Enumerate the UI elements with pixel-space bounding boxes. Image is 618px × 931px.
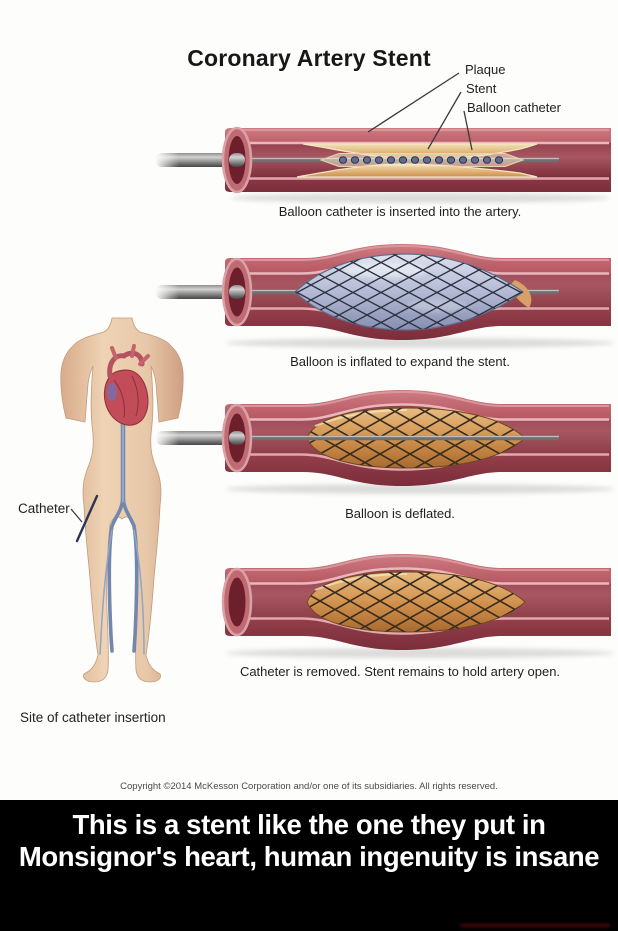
stent-mesh	[307, 572, 525, 632]
stage-caption-3: Balloon is deflated.	[345, 506, 455, 521]
stent-mesh	[295, 254, 523, 330]
stent-label: Stent	[466, 81, 497, 96]
body-catheter-line	[75, 494, 99, 543]
heart-illustration	[103, 344, 150, 426]
meme-caption-line1: This is a stent like the one they put in	[72, 809, 546, 840]
plaque-label: Plaque	[465, 62, 506, 77]
meme-caption-line2: Monsignor's heart, human ingenuity is in…	[18, 841, 600, 873]
artery-stage-4	[221, 554, 615, 658]
catheter-label: Catheter	[18, 501, 70, 516]
balloon-catheter-label: Balloon catheter	[467, 100, 561, 115]
artery-stage-2	[155, 244, 615, 348]
illustration-canvas	[60, 72, 615, 683]
diagram-title: Coronary Artery Stent	[187, 45, 431, 72]
femoral-vessels-illustration	[99, 415, 145, 655]
stage-caption-4: Catheter is removed. Stent remains to ho…	[239, 664, 561, 679]
compressed-stent	[338, 156, 504, 164]
catheter-leader-line	[70, 508, 83, 523]
insertion-site-caption: Site of catheter insertion	[20, 710, 166, 725]
stent-leader-line	[427, 91, 462, 150]
body-figure	[60, 317, 184, 683]
copyright-notice: Copyright ©2014 McKesson Corporation and…	[120, 781, 498, 792]
stage-caption-2: Balloon is inflated to expand the stent.	[290, 354, 510, 369]
artery-shadow	[230, 193, 610, 203]
stent-diagram: Coronary Artery Stent Plaque Stent Ballo…	[18, 45, 615, 792]
inflated-balloon	[294, 253, 525, 331]
meme-caption-bar: This is a stent like the one they put in…	[0, 800, 618, 931]
leader-lines	[70, 72, 473, 523]
artery-stage-3	[155, 390, 615, 494]
plaque-leader-line	[367, 72, 460, 133]
stage-caption-1: Balloon catheter is inserted into the ar…	[278, 204, 522, 219]
expanded-stent	[306, 571, 526, 633]
artery-stage-1	[155, 126, 611, 203]
balloon-catheter-leader-line	[463, 110, 473, 151]
watermark-smudge	[460, 923, 610, 928]
